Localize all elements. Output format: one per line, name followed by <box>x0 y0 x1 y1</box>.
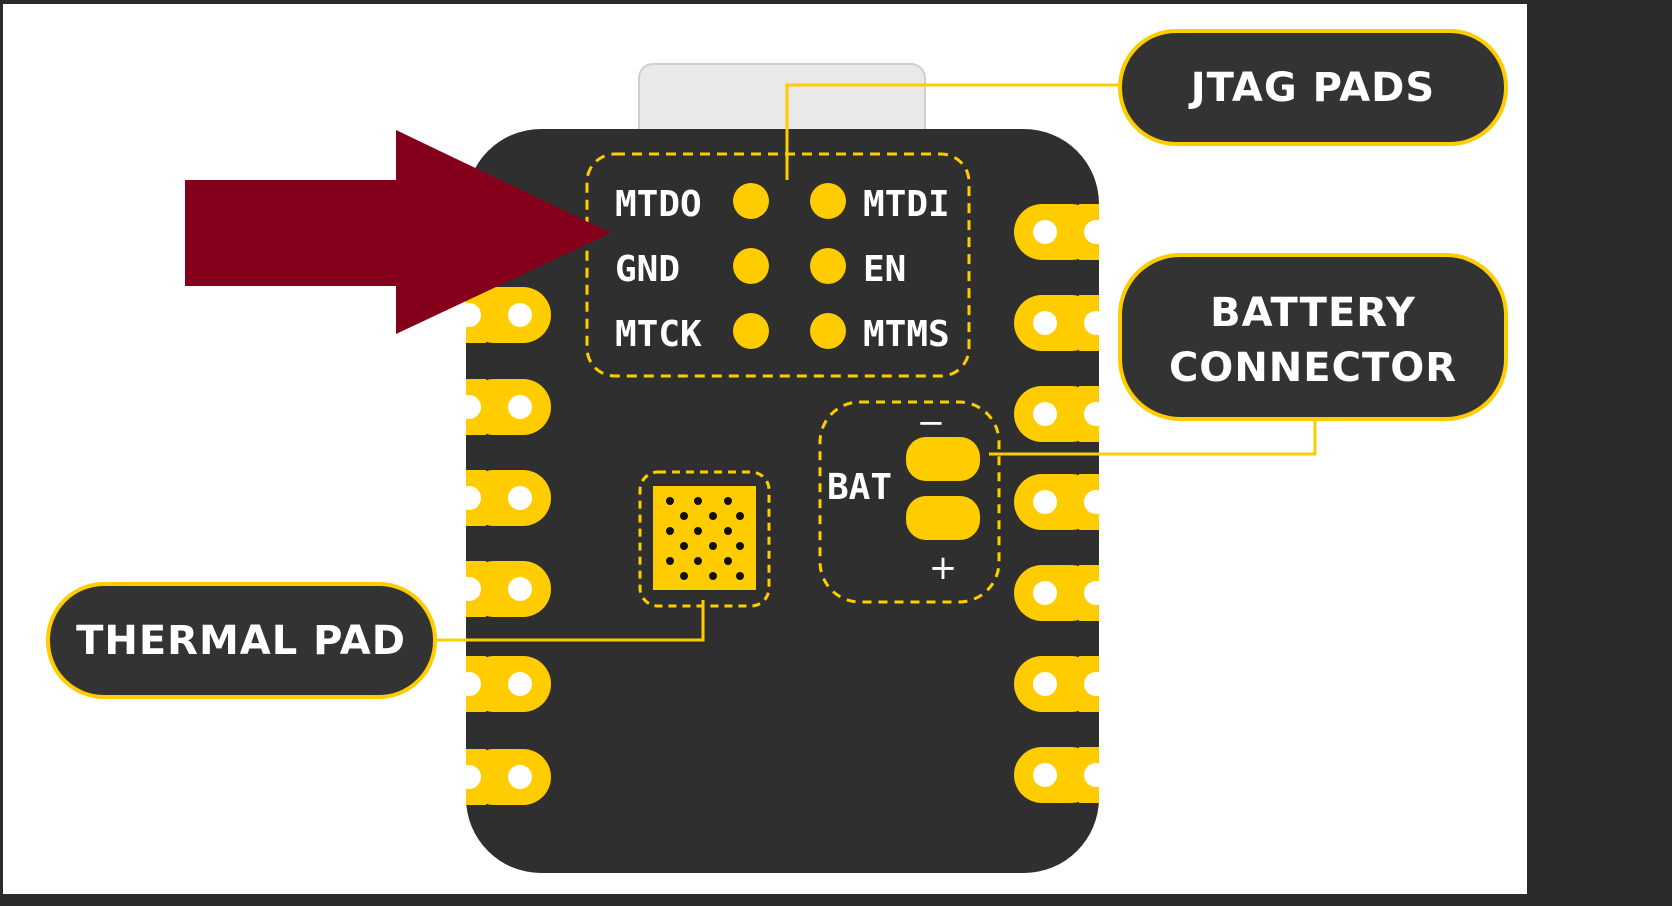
thermal-connector-line <box>435 600 705 642</box>
edge-pad <box>1014 565 1108 621</box>
thermal-pad <box>638 470 771 608</box>
jtag-pad-en <box>810 248 846 284</box>
callout-thermal-pad: THERMAL PAD <box>46 582 437 699</box>
callout-jtag-pads-box <box>1118 29 1508 146</box>
callout-thermal-pad-box <box>46 582 437 699</box>
edge-pad <box>1014 386 1108 442</box>
jtag-label-mtms: MTMS <box>863 314 950 355</box>
edge-pad <box>457 470 551 526</box>
edge-pad <box>457 749 551 805</box>
jtag-label-mtck: MTCK <box>615 314 702 355</box>
callout-battery-connector: BATTERY CONNECTOR <box>1118 253 1508 421</box>
callout-battery-connector-box <box>1118 253 1508 421</box>
callout-jtag-pads-text: JTAG PADS <box>1188 65 1435 111</box>
edge-pad <box>457 379 551 435</box>
arrow-right-icon <box>185 130 611 334</box>
pcb-board <box>466 129 1099 873</box>
jtag-dashed-outline <box>585 152 971 378</box>
thermal-vias <box>666 497 744 580</box>
diagram-canvas: MTDO GND MTCK MTDI EN MTMS <box>3 4 1527 894</box>
callout-battery-line2: CONNECTOR <box>1169 345 1457 391</box>
jtag-pad-mtms <box>810 313 846 349</box>
jtag-pad-mtck <box>733 313 769 349</box>
pinout-diagram: MTDO GND MTCK MTDI EN MTMS <box>46 29 1508 873</box>
battery-connector-line <box>989 417 1317 456</box>
edge-pad <box>457 287 551 343</box>
right-edge-pads <box>1014 204 1108 803</box>
jtag-pad-mtdo <box>733 183 769 219</box>
jtag-label-en: EN <box>863 249 906 290</box>
battery-connector: − BAT + <box>818 400 1001 604</box>
left-edge-pads <box>457 287 551 805</box>
jtag-label-gnd: GND <box>615 249 680 290</box>
battery-dashed-outline <box>818 400 1001 604</box>
edge-pad <box>1014 747 1108 803</box>
edge-pad <box>1014 295 1108 351</box>
battery-plus-sign: + <box>929 548 958 588</box>
callout-jtag-pads: JTAG PADS <box>1118 29 1508 146</box>
edge-pad <box>1014 656 1108 712</box>
battery-pad-positive <box>906 496 980 540</box>
jtag-pad-gnd <box>733 248 769 284</box>
callout-thermal-pad-text: THERMAL PAD <box>76 618 406 664</box>
jtag-connector-line <box>785 83 1120 180</box>
edge-pad <box>1014 474 1108 530</box>
thermal-pad-dashed-outline <box>638 470 771 608</box>
jtag-pad-mtdi <box>810 183 846 219</box>
jtag-pad-group: MTDO GND MTCK MTDI EN MTMS <box>585 152 971 378</box>
battery-pad-negative <box>906 437 980 481</box>
battery-minus-sign: − <box>917 403 946 443</box>
jtag-label-mtdi: MTDI <box>863 184 950 225</box>
battery-label: BAT <box>827 467 892 508</box>
edge-pad <box>457 561 551 617</box>
edge-pad <box>1014 204 1108 260</box>
jtag-label-mtdo: MTDO <box>615 184 702 225</box>
callout-battery-line1: BATTERY <box>1210 290 1416 336</box>
edge-pad <box>457 656 551 712</box>
